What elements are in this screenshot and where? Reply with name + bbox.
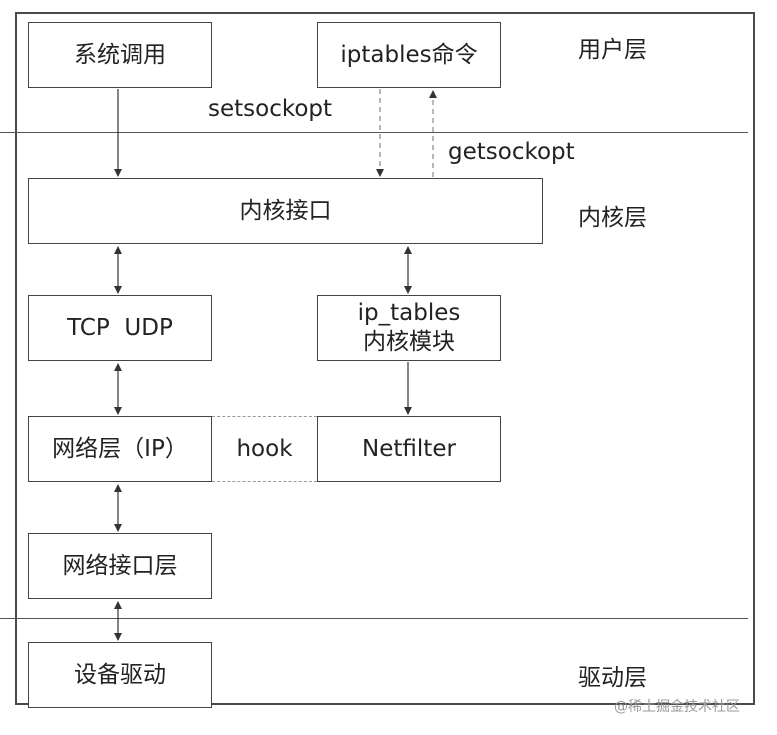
diagram-frame [15, 12, 755, 705]
ip-tables-module-box: ip_tables 内核模块 [317, 295, 501, 361]
device-driver-label: 设备驱动 [74, 661, 166, 688]
netfilter-label: Netfilter [362, 435, 456, 462]
kernel-driver-separator [0, 618, 748, 619]
tcp-udp-box: TCP UDP [28, 295, 212, 361]
watermark-text: @稀土掘金技术社区 [614, 699, 740, 715]
user-layer-label: 用户层 [578, 37, 647, 63]
network-layer-label: 网络层（IP） [52, 435, 188, 462]
user-kernel-separator [0, 132, 748, 133]
hook-label: hook [236, 436, 293, 462]
getsockopt-label: getsockopt [448, 139, 575, 165]
ip-tables-module-label-line1: ip_tables [357, 300, 461, 327]
netfilter-box: Netfilter [317, 416, 501, 482]
network-interface-layer-box: 网络接口层 [28, 533, 212, 599]
kernel-interface-label: 内核接口 [239, 197, 332, 224]
iptables-command-label: iptables命令 [340, 41, 478, 68]
network-layer-box: 网络层（IP） [28, 416, 212, 482]
kernel-interface-box: 内核接口 [28, 178, 543, 244]
network-interface-layer-label: 网络接口层 [62, 552, 178, 579]
syscall-label: 系统调用 [74, 41, 166, 68]
syscall-box: 系统调用 [28, 22, 212, 88]
setsockopt-label: setsockopt [208, 96, 333, 122]
tcp-udp-label: TCP UDP [67, 314, 173, 341]
iptables-command-box: iptables命令 [317, 22, 501, 88]
device-driver-box: 设备驱动 [28, 642, 212, 708]
kernel-layer-label: 内核层 [578, 205, 647, 231]
driver-layer-label: 驱动层 [578, 665, 647, 691]
ip-tables-module-label-line2: 内核模块 [363, 329, 455, 355]
hook-box: hook [212, 416, 317, 482]
